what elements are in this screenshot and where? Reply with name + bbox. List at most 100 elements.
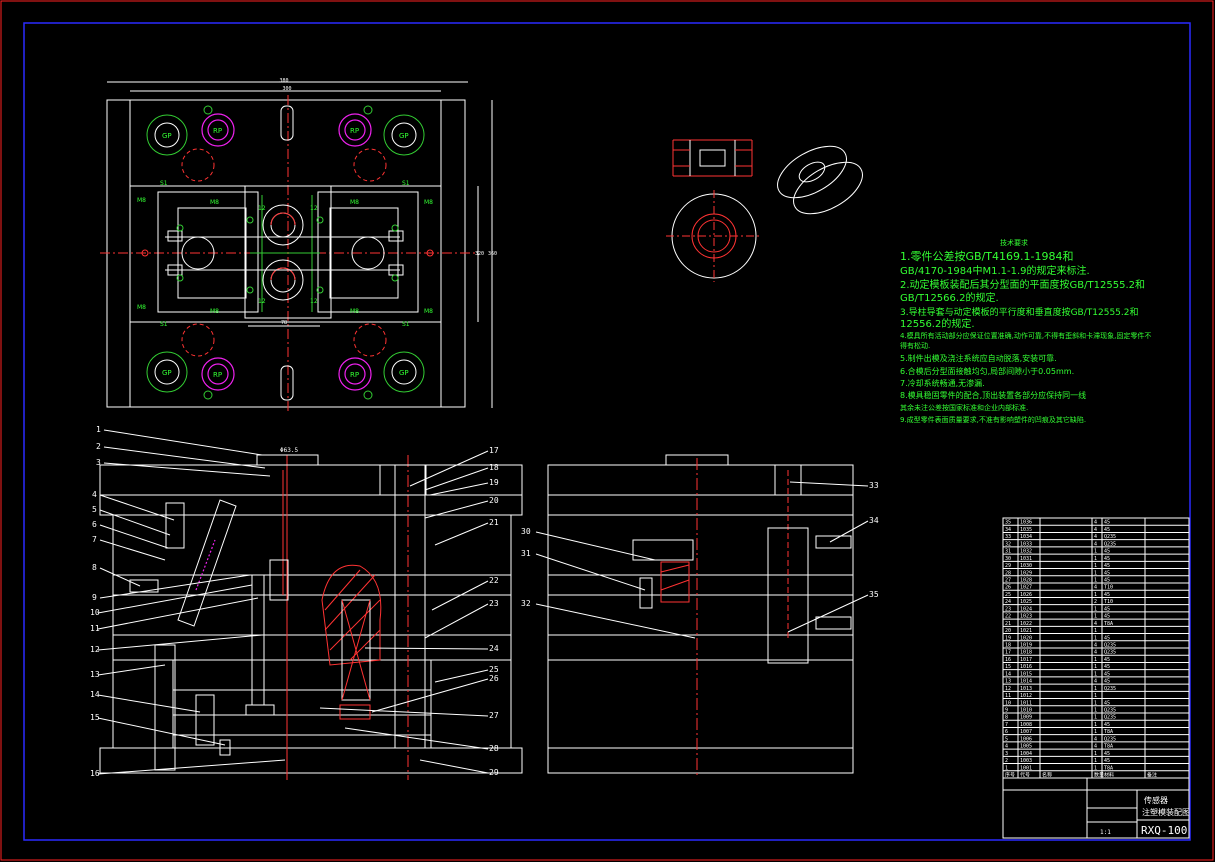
bom-cell: Q235	[1104, 643, 1116, 649]
bom-cell: 4	[1094, 621, 1097, 627]
part-views	[666, 139, 863, 282]
tech-req-line: 5.制件出模及浇注系统应自动脱落,安装可靠.	[900, 353, 1057, 363]
technical-requirements: 技术要求 1.零件公差按GB/T4169.1-1984和 GB/4170-198…	[900, 238, 1151, 424]
bom-header-cell: 名称	[1042, 772, 1052, 779]
bom-cell: 45	[1104, 657, 1110, 663]
bom-cell: 1030	[1020, 563, 1032, 569]
bom-cell: 1	[1094, 671, 1097, 677]
bom-cell: 45	[1104, 570, 1110, 576]
tech-req-line: GB/T12566.2的规定.	[900, 291, 999, 304]
callout: 24	[489, 644, 499, 653]
bom-cell: 45	[1104, 679, 1110, 685]
bom-cell: 1034	[1020, 534, 1032, 540]
bom-cell: 1018	[1020, 650, 1032, 656]
rp-label-3: RP	[213, 371, 222, 379]
callout: 21	[489, 518, 499, 527]
gate-dim-label: Φ63.5	[280, 447, 298, 454]
s1-label-1: S1	[160, 180, 168, 187]
bom-cell: 4	[1094, 736, 1097, 742]
bom-cell: T10	[1104, 585, 1113, 591]
bom-cell: 1	[1094, 635, 1097, 641]
bom-cell: 1	[1094, 722, 1097, 728]
bom-cell: 3	[1005, 751, 1008, 757]
n12-label-2: 12	[310, 205, 318, 212]
bom-cell: 16	[1005, 657, 1011, 663]
callout: 15	[90, 713, 100, 722]
bom-cell: 1	[1094, 715, 1097, 721]
bom-cell: 21	[1005, 621, 1011, 627]
callout: 26	[489, 674, 499, 683]
callout: 27	[489, 711, 499, 720]
title-name-line1: 传感器	[1144, 795, 1168, 805]
rp-label-4: RP	[350, 371, 359, 379]
bom-cell: 5	[1005, 736, 1008, 742]
bom-cell: 15	[1005, 664, 1011, 670]
bom-cell: 4	[1094, 744, 1097, 750]
bom-cell: 31	[1005, 549, 1011, 555]
bom-cell: 4	[1094, 643, 1097, 649]
bom-cell: 33	[1005, 534, 1011, 540]
gp-label-3: GP	[162, 369, 172, 377]
bom-cell: 1	[1094, 664, 1097, 670]
gp-label-1: GP	[162, 132, 172, 140]
bom-cell: 8	[1005, 715, 1008, 721]
bom-cell: 1012	[1020, 693, 1032, 699]
bom-cell: 1	[1005, 765, 1008, 771]
bom-cell: 6	[1005, 729, 1008, 735]
bom-cell: 1027	[1020, 585, 1032, 591]
bom-cell: 1026	[1020, 592, 1032, 598]
bom-cell: 13	[1005, 679, 1011, 685]
return-pin-marks: RP RP RP RP	[201, 113, 372, 391]
bom-cell: 1024	[1020, 606, 1032, 612]
bom-cell: 4	[1094, 520, 1097, 526]
callout: 31	[521, 549, 531, 558]
bom-cell: 1025	[1020, 599, 1032, 605]
bom-cell: 1035	[1020, 527, 1032, 533]
tech-req-line: 8.模具稳固零件的配合,顶出装置各部分应保持同一线	[900, 390, 1086, 400]
bom-cell: Q235	[1104, 715, 1116, 721]
callout: 33	[869, 481, 879, 490]
bom-cell: 4	[1005, 744, 1008, 750]
dim-right-inner: 320	[475, 251, 484, 257]
tech-req-line: 2.动定模板装配后其分型面的平面度按GB/T12555.2和	[900, 278, 1145, 291]
callout: 30	[521, 527, 531, 536]
bom-cell: 45	[1104, 671, 1110, 677]
bom-header-cell: 材料	[1104, 772, 1114, 779]
bom-cell: 1003	[1020, 758, 1032, 764]
bom-cell: 1	[1094, 614, 1097, 620]
n12-label-4: 12	[310, 298, 318, 305]
callout: 32	[521, 599, 531, 608]
callout: 2	[96, 442, 101, 451]
callout: 29	[489, 768, 499, 777]
bom-cell: 1001	[1020, 765, 1032, 771]
bom-cell: 4	[1094, 541, 1097, 547]
callout: 6	[92, 520, 97, 529]
bom-cell: 1036	[1020, 520, 1032, 526]
tech-req-line: 7.冷却系统畅通,无渗漏.	[900, 378, 985, 388]
m8-label-2: M8	[210, 199, 219, 206]
callout: 12	[90, 645, 100, 654]
bom-cell: T8A	[1104, 729, 1113, 735]
bom-cell: 11	[1005, 693, 1011, 699]
bom-cell: 32	[1005, 541, 1011, 547]
bom-cell: 19	[1005, 635, 1011, 641]
tech-req-line: 得有松动.	[900, 341, 930, 350]
bom-cell: 1	[1094, 708, 1097, 714]
callout: 5	[92, 505, 97, 514]
bom-cell: 1033	[1020, 541, 1032, 547]
bom-cell: Q235	[1104, 736, 1116, 742]
bom-cell: 4	[1094, 527, 1097, 533]
m8-label-6: M8	[210, 308, 219, 315]
bom-cell: 1	[1094, 686, 1097, 692]
bom-cell: T8A	[1104, 765, 1113, 771]
bom-cell: 1032	[1020, 549, 1032, 555]
bom-cell: Q235	[1104, 541, 1116, 547]
bom-cell: 45	[1104, 578, 1110, 584]
callout: 35	[869, 590, 879, 599]
bom-cell: 34	[1005, 527, 1011, 533]
bom-cell: 1	[1094, 549, 1097, 555]
bom-cell: T10	[1104, 599, 1113, 605]
tech-req-title: 技术要求	[1000, 238, 1028, 247]
bom-cell: 1023	[1020, 614, 1032, 620]
bom-cell: 45	[1104, 751, 1110, 757]
